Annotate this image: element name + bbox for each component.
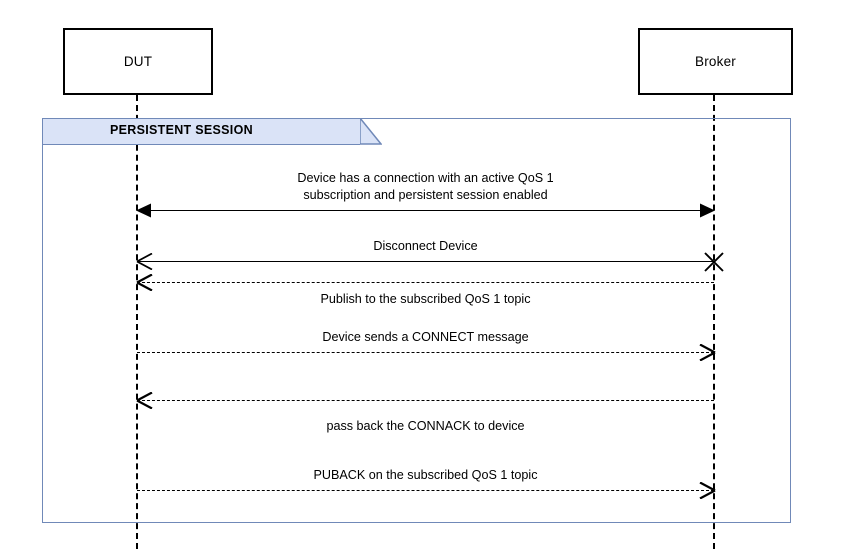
message-3-label: Publish to the subscribed QoS 1 topic xyxy=(320,292,531,306)
fragment-header-band xyxy=(42,118,360,145)
lifeline-broker xyxy=(713,95,715,549)
message-6-line xyxy=(137,490,714,491)
message-1-label: Device has a connection with an active Q… xyxy=(137,170,714,204)
message-1-line xyxy=(137,210,714,211)
message-2-arrowhead-left xyxy=(136,253,153,270)
message-1-arrowhead-right xyxy=(700,203,715,218)
message-2-label: Disconnect Device xyxy=(373,239,478,253)
message-1-label-line2: subscription and persistent session enab… xyxy=(303,188,548,202)
message-5-label: pass back the CONNACK to device xyxy=(326,419,525,433)
participant-broker-label: Broker xyxy=(695,54,736,69)
fragment-label: PERSISTENT SESSION xyxy=(110,123,253,137)
participant-dut[interactable]: DUT xyxy=(63,28,213,95)
message-5-line xyxy=(137,400,714,401)
lifeline-dut xyxy=(136,95,138,549)
message-2-line xyxy=(137,261,714,262)
message-3-line xyxy=(137,282,714,283)
destruction-x-icon xyxy=(704,252,724,272)
message-1-arrowhead-left xyxy=(136,203,151,218)
message-6-arrowhead-right xyxy=(699,482,716,499)
message-4-label: Device sends a CONNECT message xyxy=(322,330,529,344)
message-4-arrowhead-right xyxy=(699,344,716,361)
participant-broker[interactable]: Broker xyxy=(638,28,793,95)
fragment-frame xyxy=(42,118,791,523)
participant-dut-label: DUT xyxy=(123,54,153,69)
message-3-arrowhead-left xyxy=(136,274,153,291)
message-5-arrowhead-left xyxy=(136,392,153,409)
message-6-label: PUBACK on the subscribed QoS 1 topic xyxy=(313,468,538,482)
fragment-header-corner-cut xyxy=(360,118,382,145)
message-4-line xyxy=(137,352,714,353)
message-1-label-line1: Device has a connection with an active Q… xyxy=(297,171,554,185)
